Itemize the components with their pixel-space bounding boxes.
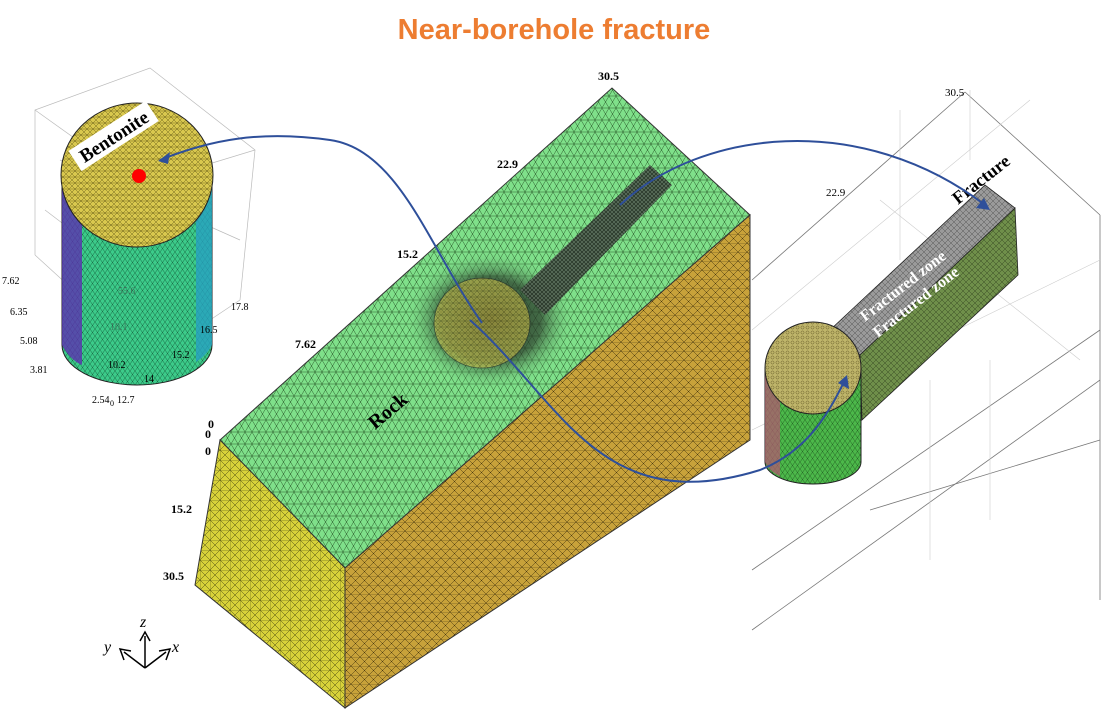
tick-top-22-9: 22.9 [497, 157, 518, 171]
connector-arrows [158, 135, 990, 483]
connector-borehole-to-bentonite [159, 135, 483, 324]
axes-triad [118, 630, 172, 669]
main-axis-ticks: 30.5 22.9 15.2 7.62 0 0 15.2 30.5 0 [163, 69, 619, 583]
tick-b-16-5: 16.5 [200, 325, 218, 336]
arrowhead-inset-borehole [838, 375, 849, 389]
tick-b-17-8: 17.8 [231, 302, 249, 313]
rock-block: Rock [194, 87, 751, 710]
tick-b-14: 14 [144, 374, 154, 385]
tick-v-2-54: 2.54 [92, 395, 110, 406]
fracture-trace [520, 165, 672, 315]
axis-y-label: y [102, 639, 112, 656]
tick-v-7-62: 7.62 [2, 276, 20, 287]
tick-front-0: 0 [208, 417, 214, 431]
connector-fracture-to-inset [619, 140, 986, 206]
arrowhead-bentonite [158, 152, 170, 164]
bentonite-inset: Bentonite 7.62 6.35 5.08 3.81 2.54 0 12.… [2, 67, 256, 408]
tick-depth-30-5: 30.5 [163, 569, 184, 583]
rock-front-face [194, 438, 346, 710]
tick-faint-10-1: 10.1 [110, 322, 128, 333]
tick-right-22-9: 22.9 [826, 187, 846, 199]
tick-b-12-7: 12.7 [117, 395, 135, 406]
fracture-borehole-top [764, 321, 862, 415]
tick-b-0: 0 [110, 399, 114, 408]
axis-z-label: z [139, 614, 147, 631]
arrowhead-fracture [976, 198, 990, 210]
tick-v-5-08: 5.08 [20, 336, 38, 347]
connector-borehole-to-inset [469, 319, 847, 483]
inset-left-ticks: 7.62 6.35 5.08 3.81 2.54 0 12.7 14 10.2 … [2, 276, 249, 408]
inset-right-bounding-box [751, 91, 1101, 631]
tick-top-0: 0 [205, 427, 211, 441]
tick-depth-0: 0 [205, 444, 211, 458]
axis-x-label: x [171, 639, 179, 656]
tick-right-30-5: 30.5 [945, 87, 965, 99]
bentonite-cylinder-right-shade [196, 170, 212, 362]
tick-b-15-2: 15.2 [172, 350, 190, 361]
tick-v-6-35: 6.35 [10, 307, 28, 318]
monitoring-point-marker [132, 169, 146, 183]
figure-title: Near-borehole fracture [397, 14, 711, 46]
tick-top-30-5: 30.5 [598, 69, 619, 83]
tick-v-3-81: 3.81 [30, 365, 48, 376]
tick-b-10-2: 10.2 [108, 360, 126, 371]
tick-top-15-2: 15.2 [397, 247, 418, 261]
tick-depth-15-2: 15.2 [171, 502, 192, 516]
tick-faint-55-6: 55.6 [118, 286, 136, 297]
tick-top-7-62: 7.62 [295, 337, 316, 351]
bentonite-label-bg [68, 100, 159, 172]
